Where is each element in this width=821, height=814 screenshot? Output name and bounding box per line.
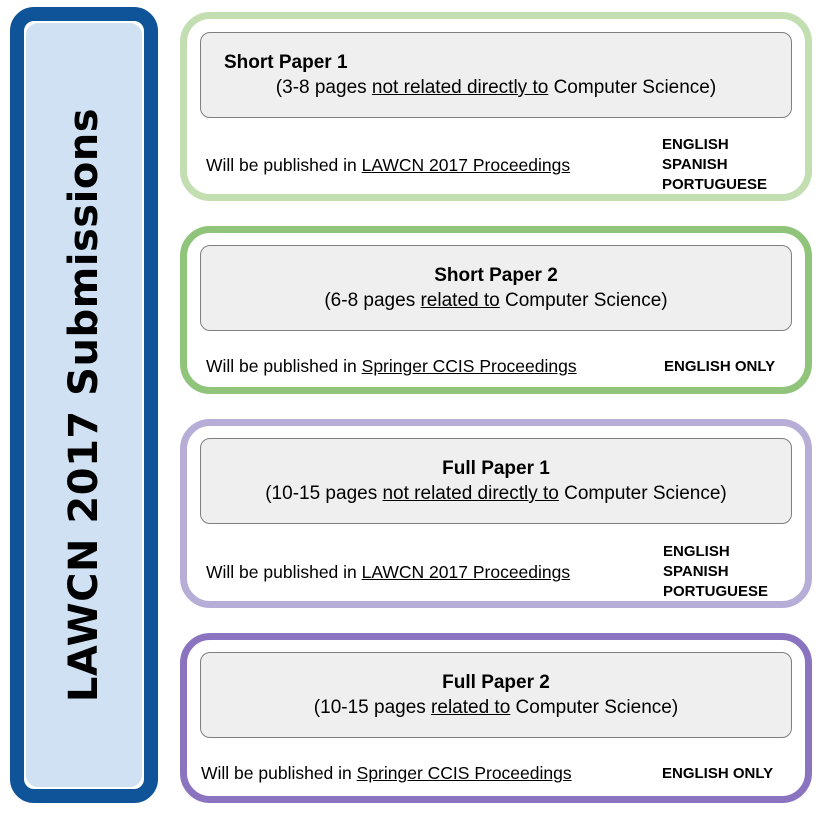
paper-type-description: (6-8 pages related to Computer Science) bbox=[324, 290, 668, 311]
paper-type-description: (3-8 pages not related directly to Compu… bbox=[275, 77, 717, 98]
paper-type-title: Short Paper 2 bbox=[434, 265, 558, 286]
publication-note: Will be published in LAWCN 2017 Proceedi… bbox=[206, 562, 571, 582]
language-item: ENGLISH bbox=[663, 543, 730, 560]
paper-type-box: Short Paper 2 (6-8 pages related to Comp… bbox=[200, 245, 792, 331]
paper-type-box: Full Paper 2 (10-15 pages related to Com… bbox=[200, 652, 792, 738]
card-full-paper-2: Full Paper 2 (10-15 pages related to Com… bbox=[180, 633, 812, 803]
publication-note: Will be published in Springer CCIS Proce… bbox=[201, 763, 572, 783]
language-item: ENGLISH bbox=[662, 136, 729, 153]
language-item: SPANISH bbox=[663, 563, 729, 580]
sidebar-fill: LAWCN 2017 Submissions bbox=[26, 23, 142, 787]
card-short-paper-1: Short Paper 1 (3-8 pages not related dir… bbox=[180, 12, 812, 201]
paper-type-title: Full Paper 2 bbox=[442, 672, 550, 693]
sidebar-title: LAWCN 2017 Submissions bbox=[61, 107, 107, 703]
language-list: ENGLISH SPANISH PORTUGUESE bbox=[663, 542, 768, 602]
paper-type-box: Full Paper 1 (10-15 pages not related di… bbox=[200, 438, 792, 524]
language-list: ENGLISH ONLY bbox=[664, 357, 775, 377]
paper-type-title: Short Paper 1 bbox=[224, 52, 348, 73]
language-item: ENGLISH ONLY bbox=[662, 765, 774, 782]
language-list: ENGLISH ONLY bbox=[662, 764, 773, 784]
language-item: PORTUGUESE bbox=[662, 176, 768, 193]
card-full-paper-1: Full Paper 1 (10-15 pages not related di… bbox=[180, 419, 812, 608]
paper-type-box: Short Paper 1 (3-8 pages not related dir… bbox=[200, 32, 792, 118]
publication-note: Will be published in Springer CCIS Proce… bbox=[206, 356, 577, 376]
card-short-paper-2: Short Paper 2 (6-8 pages related to Comp… bbox=[180, 226, 812, 394]
language-item: ENGLISH ONLY bbox=[664, 358, 776, 375]
paper-type-title: Full Paper 1 bbox=[442, 458, 550, 479]
language-item: SPANISH bbox=[662, 156, 728, 173]
paper-type-description: (10-15 pages related to Computer Science… bbox=[313, 697, 679, 718]
language-item: PORTUGUESE bbox=[663, 583, 769, 600]
publication-note: Will be published in LAWCN 2017 Proceedi… bbox=[206, 155, 571, 175]
sidebar-panel: LAWCN 2017 Submissions bbox=[10, 7, 158, 803]
language-list: ENGLISH SPANISH PORTUGUESE bbox=[662, 135, 767, 195]
paper-type-description: (10-15 pages not related directly to Com… bbox=[265, 483, 727, 504]
